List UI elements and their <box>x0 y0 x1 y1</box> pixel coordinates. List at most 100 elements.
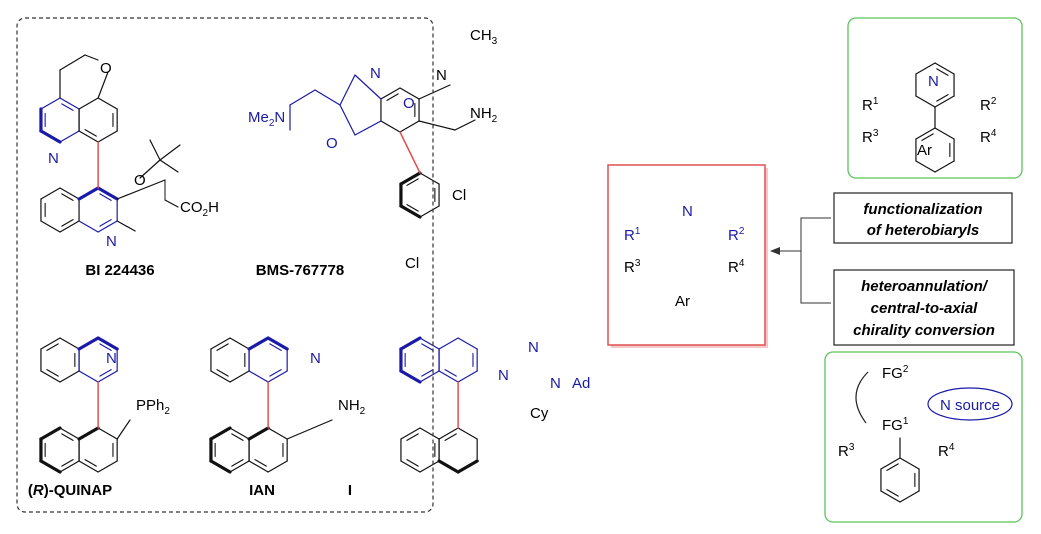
bond <box>269 343 282 351</box>
bond <box>457 427 478 440</box>
atom-label: CO2H <box>180 199 219 219</box>
bond <box>421 369 434 377</box>
bond <box>437 459 460 474</box>
atom-label: Me2N <box>248 109 285 129</box>
bond <box>354 120 382 136</box>
bond <box>934 95 955 108</box>
atom-label: N <box>106 350 117 367</box>
atom-label: R4 <box>938 442 955 460</box>
atom-label: NH2 <box>470 105 498 125</box>
bond <box>399 120 420 133</box>
atom-label: R2 <box>980 96 997 114</box>
bond <box>934 160 955 173</box>
bond <box>915 127 936 140</box>
bond <box>210 337 231 350</box>
bond <box>419 172 440 185</box>
bond <box>269 369 282 377</box>
atom-label: N <box>106 233 117 250</box>
bond <box>886 489 899 497</box>
bond <box>164 199 179 208</box>
bond <box>936 68 949 76</box>
atom-label: R4 <box>728 258 745 276</box>
bond <box>77 426 100 441</box>
bond <box>886 463 899 471</box>
bond <box>96 336 119 351</box>
bond <box>339 74 356 106</box>
bond <box>96 186 119 201</box>
atom-label: O <box>100 60 112 77</box>
bond <box>46 369 59 377</box>
atom-label: R1 <box>862 96 879 114</box>
bond <box>267 370 288 383</box>
bond <box>380 87 401 100</box>
atom-label: N <box>528 339 539 356</box>
target-red-box <box>607 164 766 346</box>
strategy-text: heteroannulation/ <box>861 278 989 295</box>
atom-label: O <box>326 135 338 152</box>
bond <box>419 460 440 473</box>
atom-labels: O N O N CO2H BI 224436 Me2N O O N N CH3 … <box>28 27 997 499</box>
strategy-box-heteroannulation: heteroannulation/ central-to-axial chira… <box>833 269 1015 346</box>
bond <box>210 370 231 383</box>
bond <box>116 220 136 232</box>
n-source-ellipse <box>927 387 1013 421</box>
bond <box>418 84 451 100</box>
bond <box>380 120 401 133</box>
atom-label: R4 <box>980 128 997 146</box>
bond <box>78 460 99 473</box>
examples-dashed-box <box>16 17 434 513</box>
bond <box>84 129 97 137</box>
atom-label: R3 <box>862 128 879 146</box>
compound-name-quinap: (R)-QUINAP <box>28 482 112 499</box>
bond <box>97 130 118 143</box>
bond <box>386 93 399 101</box>
bond <box>40 370 61 383</box>
bond <box>419 370 440 383</box>
bond <box>444 369 457 377</box>
bottom-right-green-box <box>824 351 1023 523</box>
bond <box>59 427 80 440</box>
bond <box>289 89 316 106</box>
bond <box>457 337 478 350</box>
atom-label: Cy <box>530 405 549 422</box>
bond <box>97 97 118 110</box>
bond <box>915 160 936 173</box>
bond <box>59 130 80 143</box>
bond <box>934 127 955 140</box>
bond <box>921 133 934 141</box>
bond <box>78 220 99 233</box>
bond <box>97 460 118 473</box>
atom-label: R2 <box>728 226 745 244</box>
bond <box>419 337 440 350</box>
bond <box>399 171 422 186</box>
bracket-arrow <box>770 217 831 304</box>
bond <box>229 427 250 440</box>
atom-label: FG2 <box>882 364 909 382</box>
bond <box>400 427 421 440</box>
bond <box>97 370 118 383</box>
bond <box>899 457 920 470</box>
bond <box>880 490 901 503</box>
bond <box>247 336 270 351</box>
bond <box>354 74 382 100</box>
bond <box>406 433 419 441</box>
bond-lines <box>39 54 955 503</box>
bond <box>400 460 421 473</box>
bond <box>339 104 356 136</box>
bond <box>61 433 74 441</box>
bond <box>39 426 62 441</box>
bond <box>438 337 459 350</box>
bond <box>159 159 179 173</box>
bond <box>78 370 99 383</box>
bond <box>229 370 250 383</box>
bond <box>59 220 80 233</box>
bond <box>59 54 86 71</box>
bond <box>99 343 112 351</box>
bond <box>399 369 422 384</box>
bond <box>248 460 269 473</box>
bond <box>231 459 244 467</box>
n-source-label: N source <box>940 397 1000 414</box>
atom-label: N <box>310 350 321 367</box>
bond <box>454 119 476 131</box>
compound-name-carbene: I <box>348 482 352 499</box>
